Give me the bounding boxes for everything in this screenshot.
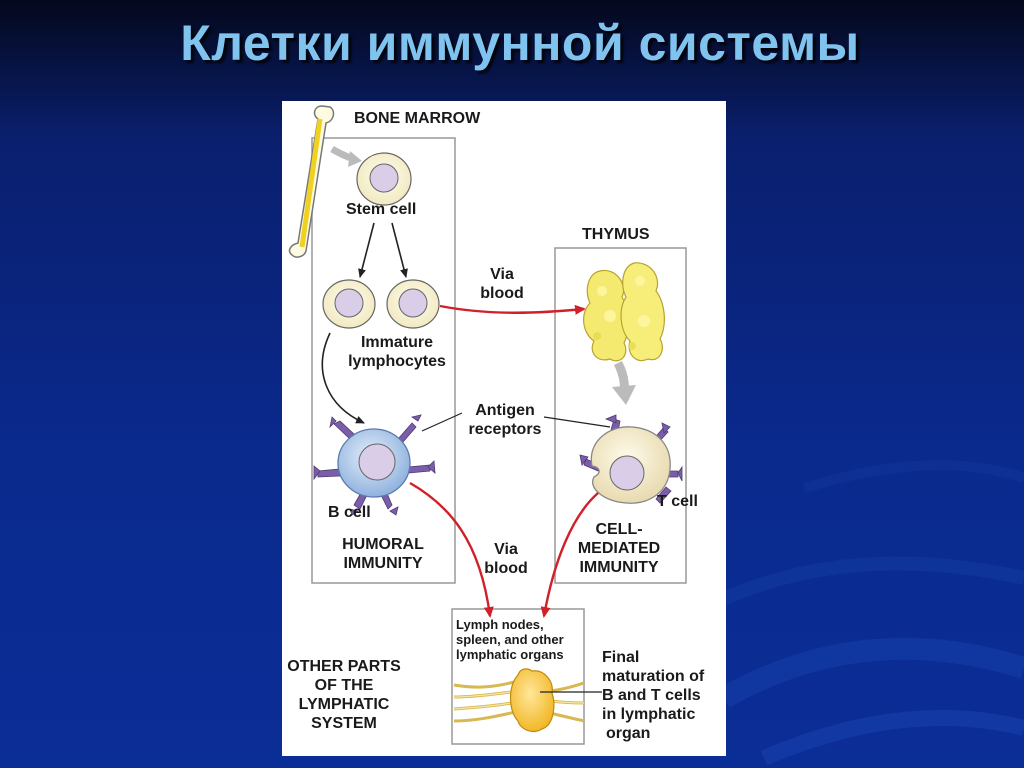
final-maturation-label: Final maturation of B and T cells in lym… [602,649,705,742]
lymphatic-organ-box [451,608,585,745]
other-parts-label: OTHER PARTS OF THE LYMPHATIC SYSTEM [287,658,401,732]
stem-to-immature-arrow-left [358,222,375,278]
bone-marrow-box [311,137,456,584]
thymus-label: THYMUS [582,226,650,243]
immature-lymphocyte-icon [386,279,440,329]
b-cell-label: B cell [328,504,371,521]
tcell-to-lymph-arrow [540,492,599,618]
bone-icon [288,105,335,258]
antigen-pointer-tcell [543,416,611,428]
antigen-pointer-bcell [421,412,463,432]
antigen-receptors-label: Antigen receptors [468,402,542,438]
immune-diagram-panel: BONE MARROW Stem cell Immature lymphocyt… [282,101,726,756]
diagram-graphics [288,105,687,745]
immature-lymphocyte-icon [322,279,376,329]
stem-to-immature-arrow-right [391,222,408,278]
thymus-icon [583,262,665,362]
bcell-to-lymph-arrow [409,481,494,618]
immature-lymphocytes-label: Immature lymphocytes [348,334,446,370]
via-blood-bottom-label: Via blood [484,541,528,577]
b-cell-icon [313,414,436,516]
thymus-box [554,247,687,584]
bone-marrow-label: BONE MARROW [354,110,481,127]
via-blood-to-thymus-arrow [439,304,586,315]
stem-cell-icon [356,152,412,206]
immature-to-bcell-arrow [321,332,365,424]
cell-mediated-immunity-label: CELL- MEDIATED IMMUNITY [577,521,661,576]
background-swirl-decoration [704,460,1024,766]
slide-title: Клетки иммунной системы [180,15,860,71]
humoral-immunity-label: HUMORAL IMMUNITY [342,536,424,572]
lymph-organs-label: Lymph nodes, spleen, and other lymphatic… [456,617,564,662]
t-cell-icon [579,414,683,504]
lymph-node-icon [453,668,585,733]
t-cell-label: T cell [657,493,698,510]
via-blood-top-label: Via blood [480,266,524,302]
stem-cell-label: Stem cell [346,201,417,218]
